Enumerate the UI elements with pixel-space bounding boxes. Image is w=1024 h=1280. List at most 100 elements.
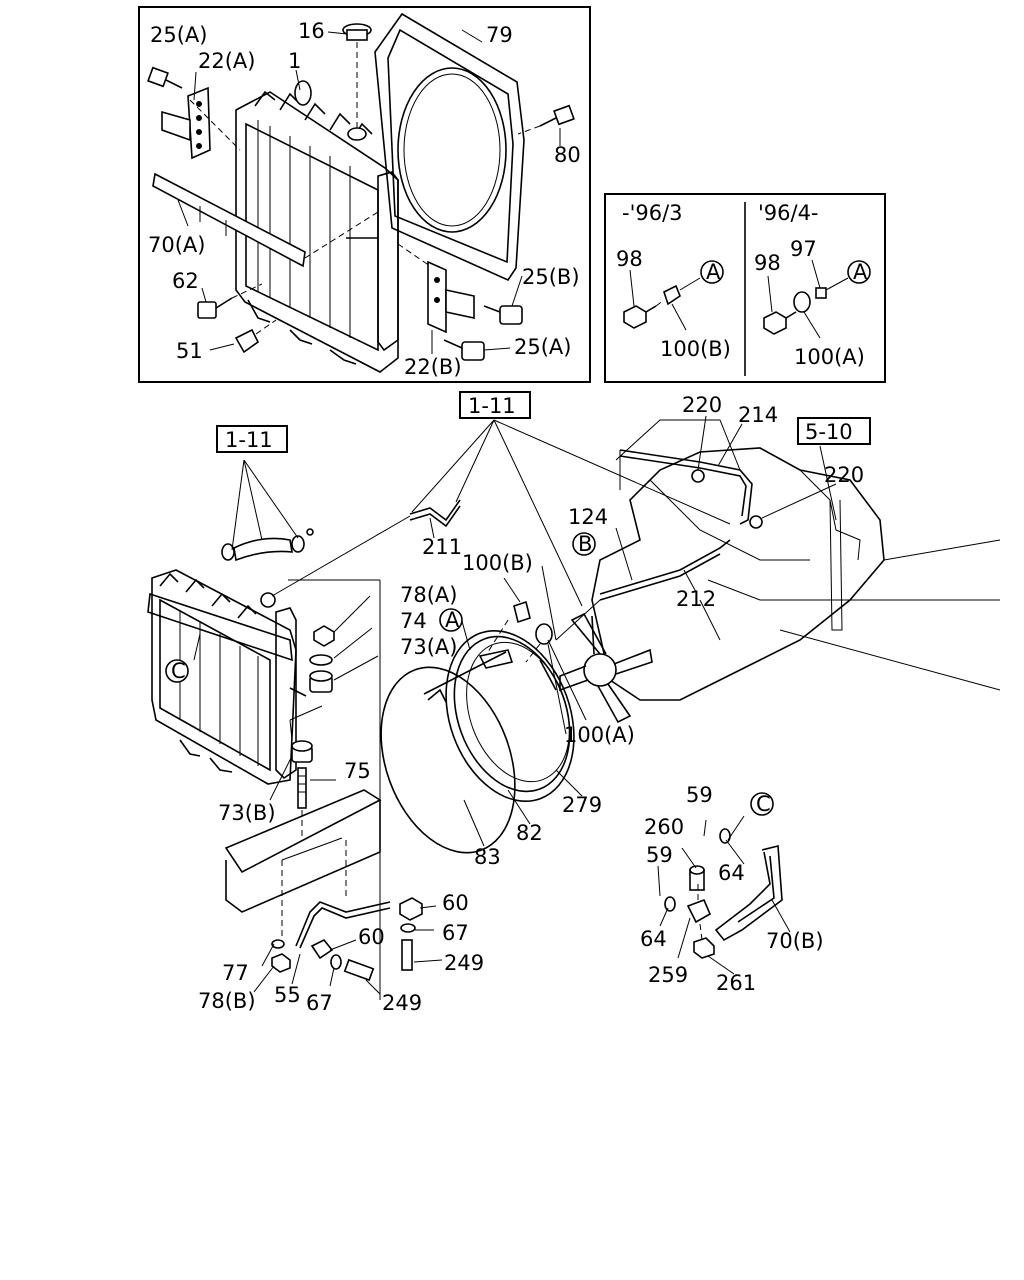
label-67-a: 67 bbox=[442, 921, 469, 945]
leader-1-11-left-b bbox=[243, 459, 263, 541]
inset-old-parts bbox=[623, 260, 724, 331]
leader-1-11-left-a bbox=[231, 459, 245, 551]
label-211: 211 bbox=[422, 535, 462, 559]
bracket-upper bbox=[147, 66, 241, 160]
radiator-core bbox=[235, 90, 399, 373]
label-70b: 70(B) bbox=[766, 929, 824, 953]
leader-lines-detail bbox=[177, 29, 561, 354]
label-100a-inset: 100(A) bbox=[794, 345, 865, 369]
label-98-right: 98 bbox=[754, 251, 781, 275]
callout-circle-a-main bbox=[439, 608, 463, 632]
label-73b: 73(B) bbox=[218, 801, 276, 825]
label-75: 75 bbox=[344, 759, 371, 783]
radiator-assembly bbox=[147, 569, 307, 785]
upper-hose bbox=[221, 528, 314, 562]
label-16: 16 bbox=[298, 19, 325, 43]
bolt-80 bbox=[517, 104, 575, 135]
radiator-inlet bbox=[294, 80, 312, 106]
model-year-inset bbox=[604, 193, 886, 383]
radiator-detail-frame bbox=[138, 6, 591, 383]
label-70a: 70(A) bbox=[148, 233, 205, 257]
label-100b-main: 100(B) bbox=[462, 551, 533, 575]
label-55: 55 bbox=[274, 983, 301, 1007]
fan-shroud-ring bbox=[380, 629, 575, 854]
label-22b: 22(B) bbox=[404, 355, 462, 379]
label-74: 74 bbox=[400, 609, 427, 633]
label-ref-1-11-left: 1-11 bbox=[225, 428, 273, 452]
label-249-a: 249 bbox=[444, 951, 484, 975]
callout-circle-b-main bbox=[572, 532, 596, 556]
leader-1-11-top-d bbox=[493, 419, 583, 607]
label-100b-inset: 100(B) bbox=[660, 337, 731, 361]
label-98-left: 98 bbox=[616, 247, 643, 271]
leader-lines-main bbox=[193, 415, 837, 847]
radiator-cap bbox=[342, 23, 372, 141]
leader-1-11-top-a bbox=[455, 419, 495, 503]
label-214: 214 bbox=[738, 403, 778, 427]
leader-1-11-top-b bbox=[411, 419, 495, 513]
lower-mount-hardware bbox=[253, 897, 443, 995]
ref-box-1-11-left bbox=[216, 425, 288, 453]
label-64-b: 64 bbox=[640, 927, 667, 951]
label-ref-5-10: 5-10 bbox=[805, 420, 853, 444]
label-97: 97 bbox=[790, 237, 817, 261]
inset-new-parts bbox=[763, 259, 871, 339]
hose-link-line bbox=[271, 515, 411, 597]
label-212: 212 bbox=[676, 587, 716, 611]
cooling-fan bbox=[559, 612, 653, 724]
bracket-lower bbox=[397, 243, 523, 361]
label-78a: 78(A) bbox=[400, 583, 457, 607]
label-124: 124 bbox=[568, 505, 608, 529]
label-67-b: 67 bbox=[306, 991, 333, 1015]
label-ref-1-11-top: 1-11 bbox=[468, 394, 516, 418]
hoses-and-pipes bbox=[409, 449, 763, 601]
label-249-b: 249 bbox=[382, 991, 422, 1015]
label-80: 80 bbox=[554, 143, 581, 167]
label-220-top: 220 bbox=[682, 393, 722, 417]
engine-block bbox=[591, 419, 1001, 701]
label-79: 79 bbox=[486, 23, 513, 47]
label-59-a: 59 bbox=[686, 783, 713, 807]
label-220-right: 220 bbox=[824, 463, 864, 487]
label-25a-top: 25(A) bbox=[150, 23, 207, 47]
label-60-b: 60 bbox=[358, 925, 385, 949]
label-261: 261 bbox=[716, 971, 756, 995]
ref-box-1-11-top bbox=[459, 391, 531, 419]
label-64-a: 64 bbox=[718, 861, 745, 885]
leader-1-11-top-c bbox=[493, 419, 731, 525]
label-60-a: 60 bbox=[442, 891, 469, 915]
callout-a-main: A bbox=[445, 608, 460, 632]
label-25a-bottom: 25(A) bbox=[514, 335, 571, 359]
bolt-62 bbox=[197, 283, 263, 319]
label-260: 260 bbox=[644, 815, 684, 839]
seal-strip-upper bbox=[152, 172, 379, 268]
callout-a-inset-right: A bbox=[853, 260, 868, 284]
mounting-insulators bbox=[288, 579, 381, 1000]
label-77: 77 bbox=[222, 961, 249, 985]
callout-circle-c-main bbox=[165, 659, 189, 683]
callout-circle-c-pipe bbox=[750, 792, 774, 816]
label-period-new: '96/4- bbox=[758, 201, 819, 225]
label-83: 83 bbox=[474, 845, 501, 869]
ref-box-5-10 bbox=[797, 417, 871, 445]
callout-b-main: B bbox=[578, 532, 592, 556]
label-259: 259 bbox=[648, 963, 688, 987]
label-59-b: 59 bbox=[646, 843, 673, 867]
label-100a-main: 100(A) bbox=[564, 723, 635, 747]
label-1: 1 bbox=[288, 49, 301, 73]
leader-1-11-left-c bbox=[243, 459, 299, 539]
callout-c-pipe: C bbox=[756, 792, 771, 816]
label-51: 51 bbox=[176, 339, 203, 363]
label-78b: 78(B) bbox=[198, 989, 256, 1013]
label-279: 279 bbox=[562, 793, 602, 817]
label-73a: 73(A) bbox=[400, 635, 457, 659]
fan-shroud bbox=[374, 12, 525, 282]
bypass-pipe-assembly bbox=[657, 815, 791, 975]
callout-a-inset-left: A bbox=[706, 260, 721, 284]
label-82: 82 bbox=[516, 821, 543, 845]
drain-plug bbox=[234, 319, 277, 354]
label-25b: 25(B) bbox=[522, 265, 580, 289]
grommets bbox=[487, 565, 601, 735]
label-period-old: -'96/3 bbox=[622, 201, 683, 225]
